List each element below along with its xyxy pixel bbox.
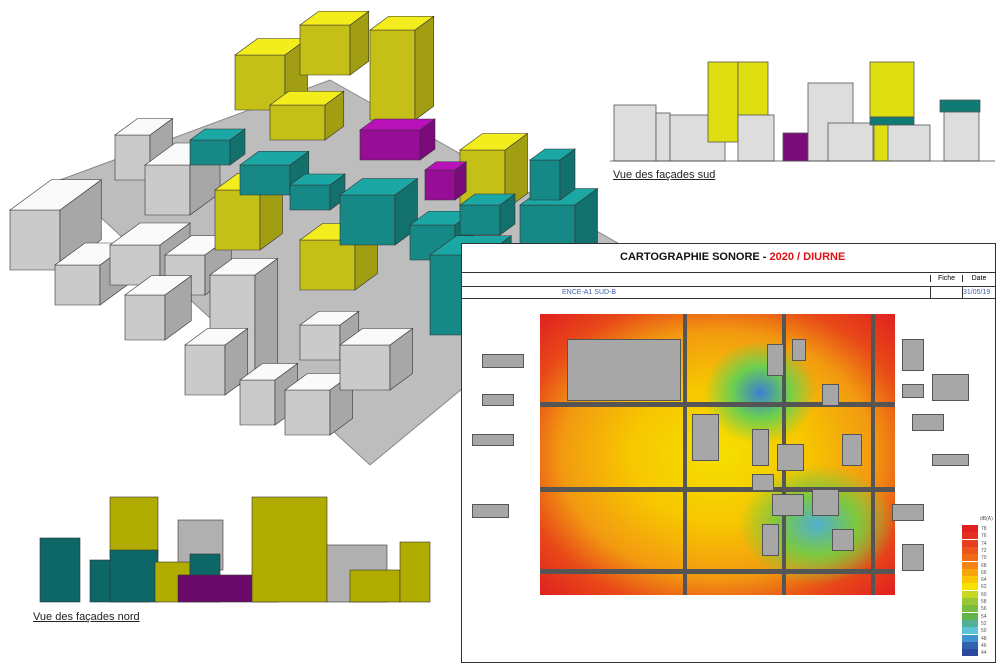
legend-swatch	[962, 554, 978, 562]
sheet-title-bar: CARTOGRAPHIE SONORE - 2020 / DIURNE	[462, 244, 995, 273]
yellow-building-block	[369, 15, 435, 121]
building-footprint	[692, 414, 719, 461]
col-fiche: Fiche	[930, 275, 962, 282]
legend-swatch	[962, 619, 978, 627]
building-footprint	[902, 339, 924, 371]
magenta-building-block	[424, 161, 468, 201]
building-footprint	[752, 474, 774, 491]
road	[540, 487, 895, 492]
white-building-block	[9, 179, 103, 271]
legend-value: 74	[981, 540, 987, 547]
magenta-building-block	[359, 118, 436, 161]
building-footprint	[777, 444, 804, 471]
col-date: Date	[962, 275, 995, 282]
building-footprint	[472, 434, 514, 446]
legend-swatch	[962, 576, 978, 584]
teal-building-block	[239, 150, 310, 196]
building-footprint	[822, 384, 839, 406]
legend-value: 72	[981, 547, 987, 554]
legend-swatch	[962, 539, 978, 547]
building-footprint	[892, 504, 924, 521]
road	[540, 402, 895, 407]
legend-value: 44	[981, 650, 987, 657]
legend-value: 54	[981, 613, 987, 620]
legend-swatch	[962, 561, 978, 569]
legend-swatch	[962, 634, 978, 642]
white-building-block	[124, 275, 193, 341]
noise-map-sheet: CARTOGRAPHIE SONORE - 2020 / DIURNE Fich…	[461, 243, 996, 663]
teal-building-block	[529, 148, 576, 201]
building-footprint	[832, 529, 854, 551]
building-footprint	[762, 524, 779, 556]
legend-swatch	[962, 525, 978, 532]
south-facade-view	[610, 61, 995, 162]
legend-value: 76	[981, 533, 987, 540]
building-footprint	[912, 414, 944, 431]
building-footprint	[812, 489, 839, 516]
road	[540, 569, 895, 574]
teal-building-block	[289, 173, 346, 211]
legend-swatch	[962, 546, 978, 554]
legend-swatch	[962, 568, 978, 576]
legend-value: 46	[981, 642, 987, 649]
legend-swatch	[962, 590, 978, 598]
legend-unit: dB(A)	[980, 516, 993, 522]
building-footprint	[902, 544, 924, 571]
building-footprint	[567, 339, 681, 401]
white-building-block	[184, 327, 249, 396]
south-facade-caption: Vue des façades sud	[613, 169, 716, 181]
yellow-building-block	[269, 90, 345, 141]
teal-building-block	[339, 177, 419, 246]
north-facade-caption: Vue des façades nord	[33, 611, 140, 623]
legend-value: 56	[981, 606, 987, 613]
legend-swatch	[962, 612, 978, 620]
legend-value: 68	[981, 562, 987, 569]
sheet-title: CARTOGRAPHIE SONORE - 2020 / DIURNE	[620, 251, 846, 263]
legend-swatch	[962, 605, 978, 613]
legend-swatch	[962, 627, 978, 635]
legend-value: 50	[981, 628, 987, 635]
teal-building-block	[189, 128, 246, 166]
legend-value: 52	[981, 620, 987, 627]
building-footprint	[792, 339, 806, 361]
legend-value: 70	[981, 555, 987, 562]
sheet-date: 31/05/19	[963, 289, 991, 296]
yellow-building-block	[299, 10, 370, 76]
white-building-block	[284, 372, 354, 436]
building-footprint	[482, 394, 514, 406]
legend-swatch	[962, 641, 978, 649]
building-footprint	[482, 354, 524, 368]
legend-value: 58	[981, 599, 987, 605]
building-footprint	[772, 494, 804, 516]
white-building-block	[299, 310, 360, 361]
north-facade-view	[39, 496, 431, 603]
building-footprint	[932, 454, 969, 466]
legend-value: 78	[981, 526, 987, 532]
legend-value: 62	[981, 584, 987, 591]
road	[871, 314, 875, 595]
legend-value: 64	[981, 577, 987, 584]
road	[683, 314, 687, 595]
legend-value: 48	[981, 635, 987, 642]
legend-swatch	[962, 598, 978, 605]
zone-label: ENCE-A1 SUD-B	[562, 289, 617, 296]
building-footprint	[752, 429, 769, 466]
building-footprint	[472, 504, 509, 518]
legend-swatch	[962, 532, 978, 540]
legend-swatch	[962, 649, 978, 657]
teal-building-block	[459, 193, 516, 236]
building-footprint	[932, 374, 969, 401]
white-building-block	[339, 327, 414, 391]
legend-value: 66	[981, 569, 987, 576]
legend-swatch	[962, 583, 978, 591]
building-footprint	[767, 344, 784, 376]
legend-value: 60	[981, 591, 987, 598]
building-footprint	[842, 434, 862, 466]
building-footprint	[902, 384, 924, 398]
